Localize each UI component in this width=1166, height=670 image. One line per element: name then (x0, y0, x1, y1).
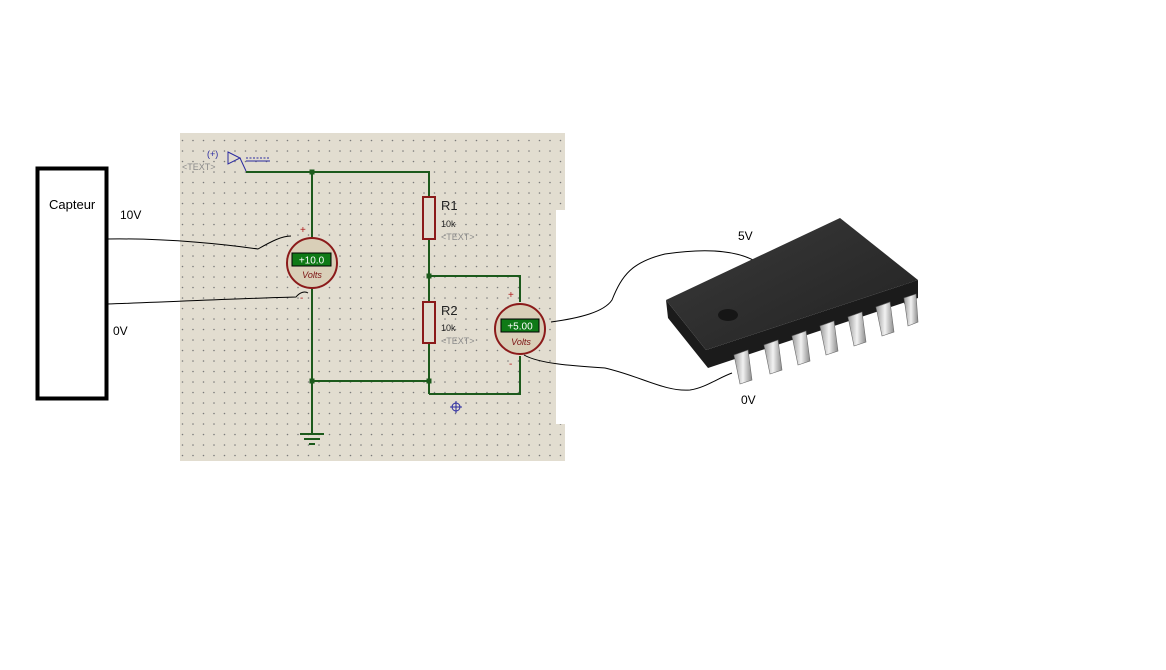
voltmeter-input-value: +10.0 (299, 256, 325, 267)
resistor-r2-text: <TEXT> (441, 336, 475, 346)
label-sensor-10v: 10V (120, 208, 141, 222)
schematic-grid (180, 133, 565, 461)
voltmeter-input-unit: Volts (302, 270, 322, 280)
connection-wires (106, 235, 756, 391)
wire-sensor-low (106, 291, 309, 305)
terminal-flag-icon (227, 151, 242, 165)
resistor-r2-name: R2 (441, 303, 458, 318)
resistor-r2-body (422, 301, 436, 344)
sensor-box: Capteur (35, 166, 109, 401)
label-sensor-0v: 0V (113, 324, 128, 338)
wire-chip-high (550, 250, 756, 323)
resistor-r1-text: <TEXT> (441, 232, 475, 242)
terminal-polarity: (+) (207, 149, 218, 159)
resistor-r2: R2 10k <TEXT> (422, 301, 475, 346)
wire-sensor-high (106, 235, 292, 250)
voltmeter-output-unit: Volts (511, 337, 531, 347)
wire-chip-low (523, 354, 733, 391)
resistor-r1-body (422, 196, 436, 240)
resistor-r1: R1 10k <TEXT> (422, 196, 475, 242)
voltmeter-input-display (291, 252, 332, 267)
terminal-symbol: (+) <TEXT> (182, 149, 270, 172)
ground-icon (300, 433, 324, 445)
resistor-r2-value: 10k (441, 323, 456, 333)
voltmeter-output-plus: + (508, 290, 514, 301)
voltmeter-input: +10.0 Volts + - (286, 225, 338, 304)
schematic-wires (246, 171, 521, 434)
label-chip-0v: 0V (741, 393, 756, 407)
ic-chip-pin1-marker (718, 309, 738, 321)
junction-dots (309, 169, 432, 384)
ic-chip (666, 218, 919, 385)
voltmeter-input-minus: - (300, 293, 303, 304)
terminal-text-placeholder: <TEXT> (182, 162, 216, 172)
label-chip-5v: 5V (738, 229, 753, 243)
voltmeter-input-plus: + (300, 225, 306, 236)
origin-marker-icon (450, 401, 462, 413)
voltmeter-output-minus: - (509, 359, 512, 370)
sensor-box-outline (35, 166, 109, 401)
sensor-label: Capteur (49, 197, 96, 212)
schematic-panel: (+) <TEXT> (180, 133, 565, 461)
voltmeter-output-display (500, 318, 540, 333)
ic-chip-front-pins (733, 293, 919, 385)
voltmeter-output-value: +5.00 (507, 322, 533, 333)
resistor-r1-value: 10k (441, 219, 456, 229)
ic-chip-side (666, 280, 918, 368)
voltmeter-output: +5.00 Volts + - (494, 290, 546, 370)
resistor-r1-name: R1 (441, 198, 458, 213)
